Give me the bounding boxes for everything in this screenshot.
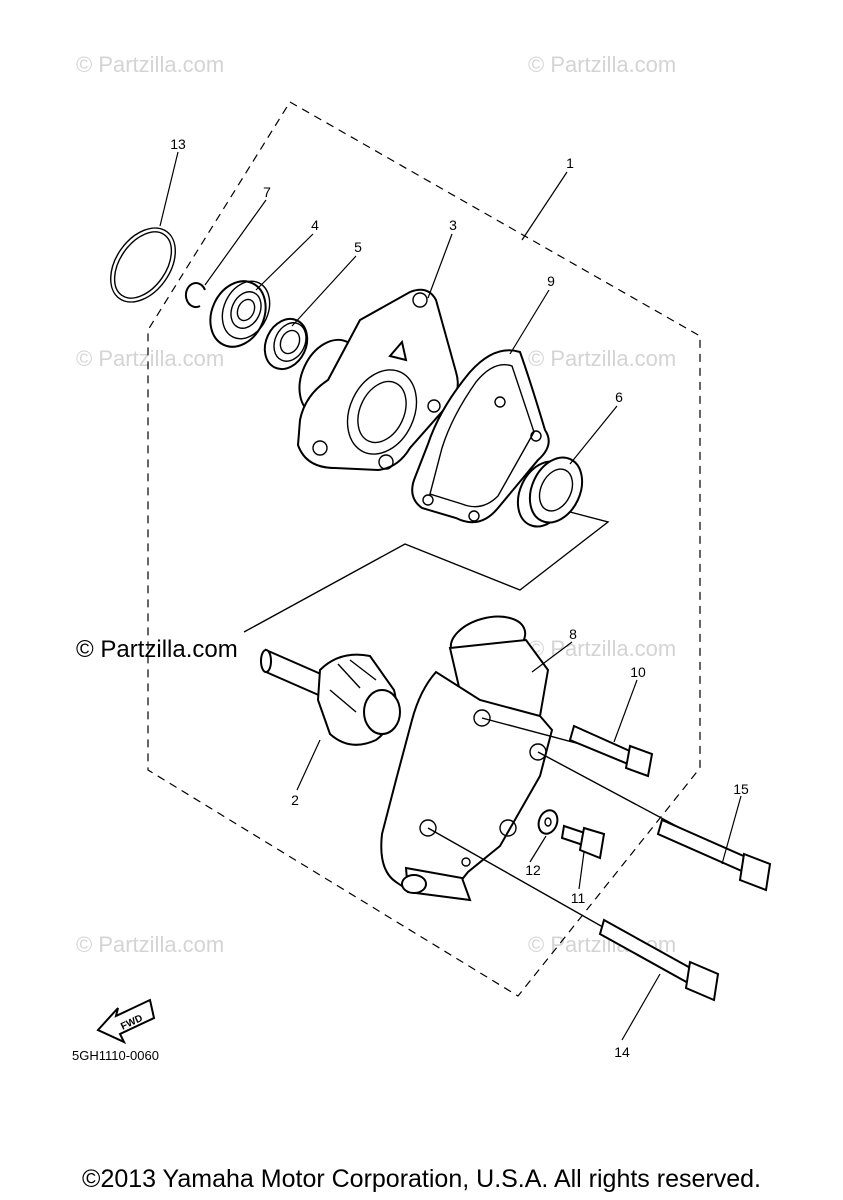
callout-10: 10 bbox=[630, 664, 646, 680]
part-5-oil-seal[interactable] bbox=[257, 312, 315, 376]
assembly-centerline bbox=[243, 511, 610, 633]
part-10-bolt[interactable] bbox=[568, 724, 654, 778]
callout-7: 7 bbox=[263, 184, 271, 200]
part-13-o-ring[interactable] bbox=[97, 216, 188, 314]
part-2-impeller-shaft[interactable] bbox=[260, 648, 401, 746]
callout-11: 11 bbox=[570, 890, 586, 906]
callout-14: 14 bbox=[614, 1044, 630, 1060]
callout-5: 5 bbox=[354, 239, 362, 255]
part-11-bolt[interactable] bbox=[560, 824, 606, 860]
watermark: © Partzilla.com bbox=[76, 52, 225, 77]
watermark: © Partzilla.com bbox=[528, 346, 677, 371]
assembly-boundary bbox=[147, 101, 701, 997]
watermark: © Partzilla.com bbox=[76, 346, 225, 371]
part-4-bearing[interactable] bbox=[200, 272, 279, 356]
copyright-notice: ©2013 Yamaha Motor Corporation, U.S.A. A… bbox=[82, 1165, 761, 1193]
callout-12: 12 bbox=[525, 862, 541, 878]
fwd-arrow-icon bbox=[96, 998, 156, 1045]
part-7-circlip[interactable] bbox=[184, 282, 206, 309]
watermark: © Partzilla.com bbox=[528, 52, 677, 77]
part-15-long-bolt[interactable] bbox=[656, 818, 772, 892]
part-14-long-bolt[interactable] bbox=[598, 918, 720, 1002]
part-8-pump-cover[interactable] bbox=[380, 609, 554, 902]
part-6-bearing[interactable] bbox=[508, 449, 592, 535]
watermark: © Partzilla.com bbox=[76, 932, 225, 957]
part-3-pump-housing[interactable] bbox=[288, 288, 459, 472]
part-9-gasket[interactable] bbox=[411, 349, 550, 524]
callout-2: 2 bbox=[291, 792, 299, 808]
callout-9: 9 bbox=[547, 273, 555, 289]
callout-6: 6 bbox=[615, 389, 623, 405]
watermark-main: © Partzilla.com bbox=[76, 636, 238, 663]
part-12-washer[interactable] bbox=[535, 808, 560, 837]
callout-13: 13 bbox=[170, 136, 186, 152]
diagram-code: 5GH1110-0060 bbox=[72, 1048, 159, 1063]
callout-3: 3 bbox=[449, 217, 457, 233]
callout-1: 1 bbox=[566, 155, 574, 171]
callout-leaders bbox=[159, 151, 742, 1041]
callout-4: 4 bbox=[311, 217, 319, 233]
callout-8: 8 bbox=[569, 626, 577, 642]
callout-15: 15 bbox=[733, 781, 749, 797]
